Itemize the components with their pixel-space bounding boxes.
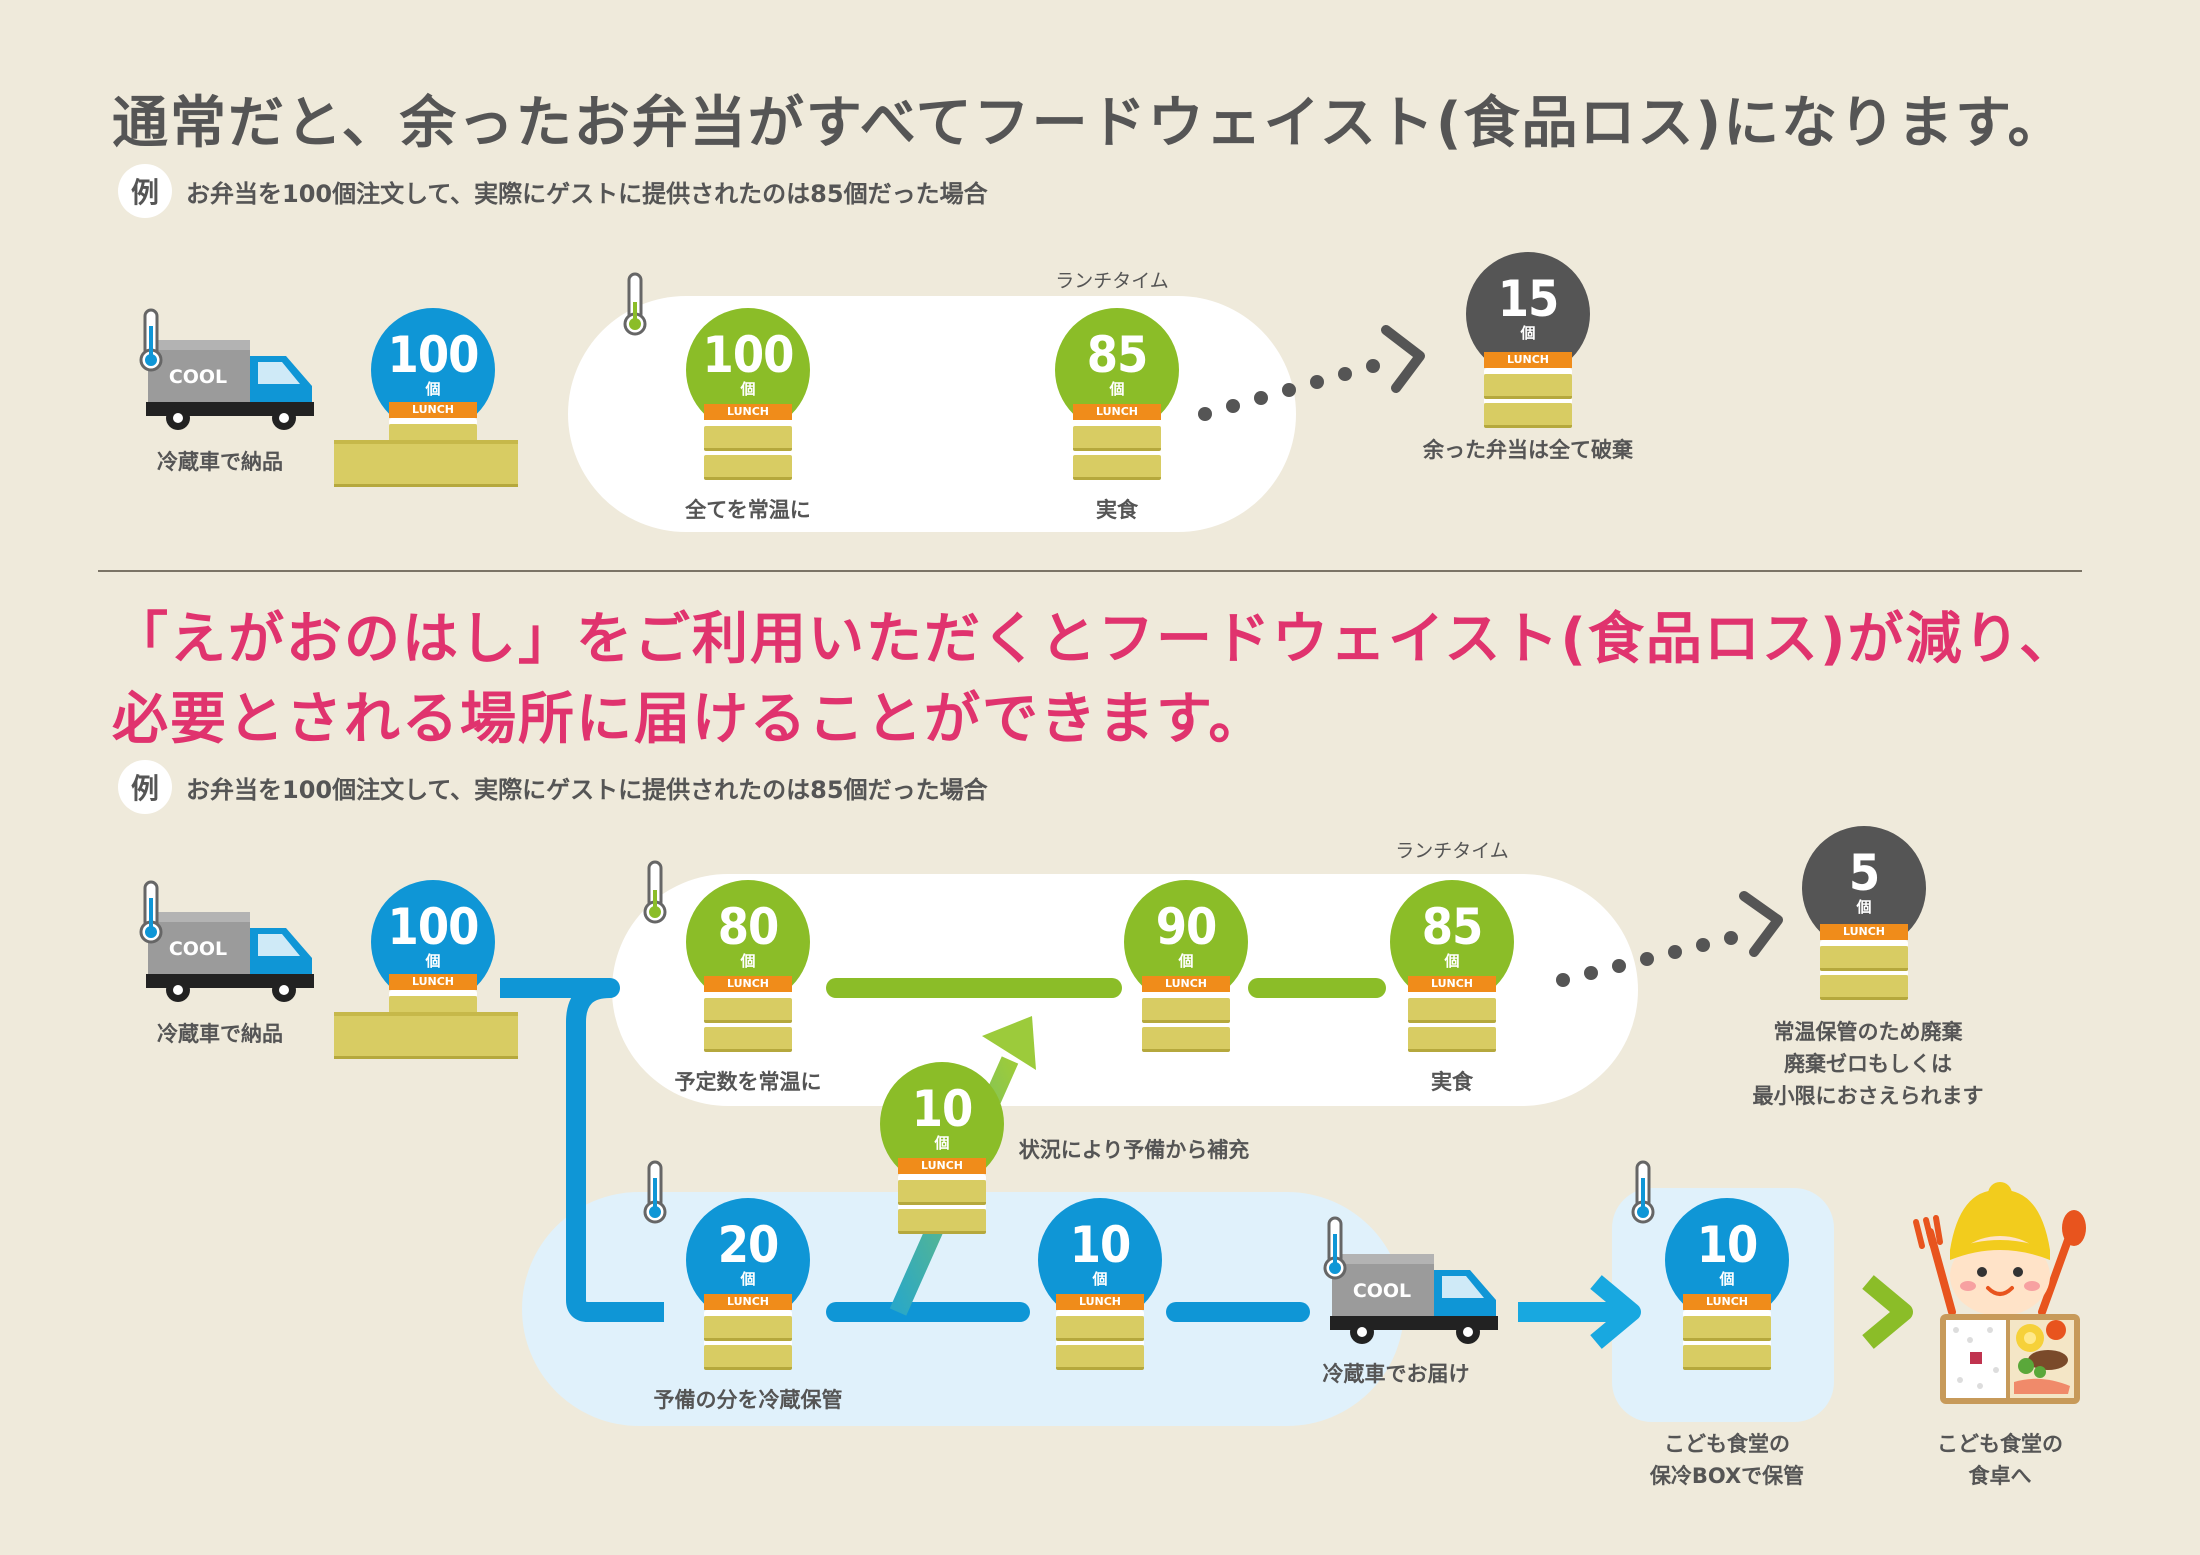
bottom-room-temp-label: 予定数を常温に: [674, 1070, 822, 1094]
thermometer-icon: [643, 1160, 667, 1224]
bento-stack: LUNCH: [1052, 1294, 1148, 1370]
delivery-cool-truck: COOL: [1330, 1254, 1498, 1344]
cool-text: COOL: [1353, 1280, 1411, 1302]
result-line3: 最小限におさえられます: [1752, 1084, 1984, 1108]
thermometer-icon: [623, 272, 647, 336]
bento-stack: LUNCH: [700, 404, 796, 480]
bento-box: [385, 440, 465, 487]
bento-stack: LUNCH: [1069, 404, 1165, 480]
bento-stack: LUNCH: [700, 1294, 796, 1370]
example-badge: 例: [118, 760, 172, 814]
top-eaten-label: 実食: [1096, 498, 1138, 522]
top-room-temp-label: 全てを常温に: [685, 498, 811, 522]
cool-text: COOL: [169, 366, 227, 388]
top-example: 例 お弁当を100個注文して、実際にゲストに提供されたのは85個だった場合: [118, 164, 988, 218]
bento-stack: LUNCH: [1480, 352, 1576, 428]
bento-stack: LUNCH: [894, 1158, 990, 1234]
kids-table-line1: こども食堂の: [1937, 1432, 2063, 1456]
thermometer-icon: [1631, 1160, 1655, 1224]
replenish-label: 状況により予備から補充: [1018, 1138, 1250, 1162]
top-dots: [1198, 359, 1380, 421]
bottom-eaten-label: 実食: [1431, 1070, 1473, 1094]
kids-box-label: こども食堂の 保冷BOXで保管: [1650, 1428, 1804, 1492]
thermometer-icon: [139, 308, 163, 372]
branch-line: [500, 978, 664, 1322]
bottom-lunch-time: ランチタイム: [1395, 840, 1509, 862]
top-discard-label: 余った弁当は全て破棄: [1423, 438, 1633, 462]
kids-box-line1: こども食堂の: [1664, 1432, 1790, 1456]
top-cool-truck: COOL: [146, 340, 314, 430]
example-badge: 例: [118, 164, 172, 218]
child-with-bento-icon: [1913, 1182, 2086, 1404]
bottom-headline-line2: 必要とされる場所に届けることができます。: [112, 687, 1267, 752]
bottom-delivery-label: 冷蔵車で納品: [157, 1022, 283, 1046]
result-line2: 廃棄ゼロもしくは: [1784, 1052, 1952, 1076]
bento-box: [385, 1012, 465, 1059]
top-lunch-time: ランチタイム: [1055, 270, 1169, 292]
example-text: お弁当を100個注文して、実際にゲストに提供されたのは85個だった場合: [186, 179, 988, 208]
bottom-arrow-head: [1739, 891, 1783, 957]
bottom-headline-line1: 「えがおのはし」をご利用いただくとフードウェイスト(食品ロス)が減り、: [112, 607, 2078, 672]
bento-stack: LUNCH: [1404, 976, 1500, 1052]
thermometer-icon: [1323, 1216, 1347, 1280]
thermometer-icon: [139, 880, 163, 944]
kids-box-line2: 保冷BOXで保管: [1649, 1464, 1805, 1488]
cold-delivery-label: 冷蔵車でお届け: [1322, 1362, 1470, 1386]
cool-text: COOL: [169, 938, 227, 960]
section-divider: [98, 570, 2082, 572]
cold-storage-label: 予備の分を冷蔵保管: [653, 1388, 843, 1412]
bottom-dots: [1556, 931, 1738, 987]
bento-stack: LUNCH: [1816, 924, 1912, 1000]
table-arrow-head: [1862, 1275, 1913, 1349]
kids-table-label: こども食堂の 食卓へ: [1937, 1428, 2063, 1492]
thermometer-icon: [643, 860, 667, 924]
bottom-example: 例 お弁当を100個注文して、実際にゲストに提供されたのは85個だった場合: [118, 760, 988, 814]
top-headline: 通常だと、余ったお弁当がすべてフードウェイスト(食品ロス)になります。: [112, 91, 2066, 156]
top-delivery-label: 冷蔵車で納品: [157, 450, 283, 474]
bento-stack: LUNCH: [1138, 976, 1234, 1052]
delivery-arrow-head: [1590, 1275, 1641, 1349]
top-arrow-head: [1381, 325, 1425, 393]
kids-table-line2: 食卓へ: [1968, 1464, 2032, 1488]
bottom-result-label: 常温保管のため廃棄 廃棄ゼロもしくは 最小限におさえられます: [1753, 1016, 1984, 1112]
bento-stack: LUNCH: [1679, 1294, 1775, 1370]
bottom-cool-truck: COOL: [146, 912, 314, 1002]
bento-stack: LUNCH: [700, 976, 796, 1052]
example-text: お弁当を100個注文して、実際にゲストに提供されたのは85個だった場合: [186, 775, 988, 804]
replenish-arrow-head: [982, 1016, 1036, 1070]
result-line1: 常温保管のため廃棄: [1773, 1020, 1963, 1044]
